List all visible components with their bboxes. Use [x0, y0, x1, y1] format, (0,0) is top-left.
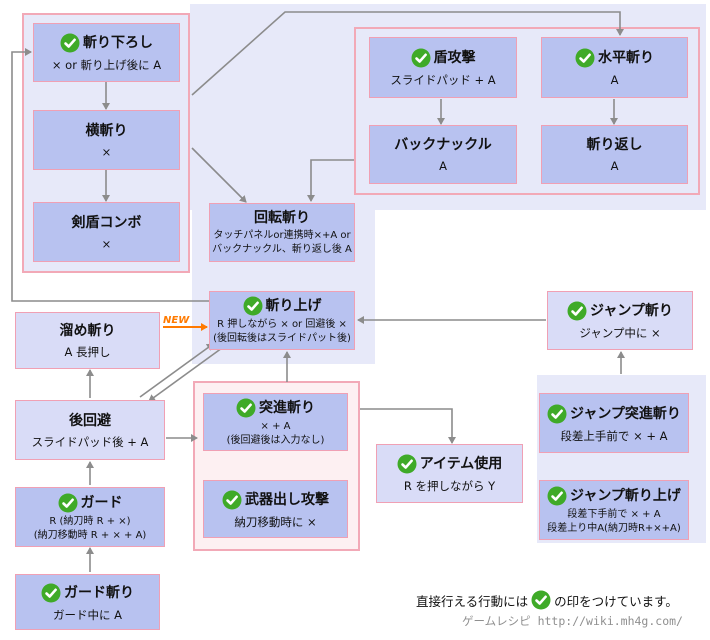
node-kiriage-title: 斬り上げ — [265, 298, 322, 314]
node-tamegiri: 溜め斬り A 長押し — [15, 312, 160, 369]
node-jumpkiriage-input-2: 段差上り中A(納刀時R+×+A) — [547, 522, 681, 534]
node-kiriage-input-2: (後回転後はスライドパット後) — [213, 333, 351, 344]
node-item-title: アイテム使用 — [419, 456, 503, 472]
check-icon — [58, 493, 77, 512]
node-suihei-title: 水平斬り — [598, 50, 654, 66]
node-tatekougeki: 盾攻撃 スライドパッド + A — [369, 37, 517, 98]
node-jumpgiri-input: ジャンプ中に × — [579, 326, 661, 340]
node-jumpkiriage-title: ジャンプ斬り上げ — [570, 487, 681, 504]
check-icon — [575, 48, 595, 68]
node-jumptosshin-title: ジャンプ突進斬り — [570, 405, 681, 422]
check-icon — [222, 490, 242, 509]
node-tosshin-input-1: × + A — [260, 420, 291, 432]
arrow-kouhi-to-kiriage — [139, 343, 214, 398]
check-icon — [236, 398, 256, 417]
node-kaiten-input-2: バックナックル、斬り返し後 A — [212, 244, 352, 255]
node-guardgiri-title: ガード斬り — [64, 584, 134, 601]
check-icon — [531, 590, 551, 610]
legend: 直接行える行動には の印をつけています。 — [416, 590, 678, 610]
arrow-yokogiri-to-kaiten — [191, 147, 247, 203]
node-kirikaeshi-input: A — [610, 159, 619, 173]
node-tosshin-title: 突進斬り — [259, 399, 315, 416]
arrow-kiriage-to-kouhi — [148, 347, 223, 402]
site-credit: ゲームレシピ http://wiki.mh4g.com/ — [462, 614, 683, 628]
node-guardgiri-input: ガード中に A — [52, 607, 123, 622]
node-yokogiri-input: × — [101, 144, 112, 159]
node-bukidashi: 武器出し攻撃 納刀移動時に × — [203, 480, 348, 538]
node-jumpgiri: ジャンプ斬り ジャンプ中に × — [547, 291, 693, 350]
arrow-dash-combo-to-item — [360, 408, 456, 444]
node-backknuckle-title: バックナックル — [394, 137, 492, 153]
node-tosshin-input-2: (後回避後は入力なし) — [226, 434, 325, 446]
node-tatekougeki-title: 盾攻撃 — [433, 50, 476, 66]
node-yokogiri: 横斬り × — [33, 110, 180, 170]
node-backknuckle: バックナックル A — [369, 125, 517, 184]
check-icon — [547, 486, 567, 505]
node-guard: ガード R (納刀時 R + ×) (納刀移動時 R + × + A) — [15, 487, 165, 547]
node-tamegiri-title: 溜め斬り — [59, 323, 116, 339]
node-kirikaeshi-title: 斬り返し — [586, 137, 643, 153]
node-suihei-input: A — [610, 73, 619, 87]
arrow-top-to-shield-combo — [191, 11, 624, 96]
check-icon — [411, 48, 430, 68]
new-badge: NEW — [163, 315, 190, 326]
node-item-input: R を押しながら Y — [403, 479, 496, 493]
node-jumpgiri-title: ジャンプ斬り — [590, 303, 673, 319]
node-kouhi-input: スライドパッド後 + A — [31, 434, 149, 449]
legend-text-after: の印をつけています。 — [554, 593, 678, 609]
arrow-shield-combo-to-kaiten — [307, 159, 354, 202]
node-yokogiri-title: 横斬り — [85, 122, 128, 139]
node-tosshin: 突進斬り × + A (後回避後は入力なし) — [203, 393, 348, 451]
node-kirioroshi: 斬り下ろし × or 斬り上げ後に A — [33, 23, 180, 82]
legend-text-before: 直接行える行動には — [416, 593, 529, 609]
node-kenjun-input: × — [101, 236, 112, 251]
node-kiriage: 斬り上げ R 押しながら × or 回避後 × (後回転後はスライドパット後) — [209, 291, 355, 350]
check-icon — [41, 583, 61, 602]
node-kirioroshi-input: × or 斬り上げ後に A — [51, 58, 162, 72]
check-icon — [60, 33, 80, 53]
node-kaiten: 回転斬り タッチパネルor連携時×+A or バックナックル、斬り返し後 A — [209, 203, 355, 262]
node-kirikaeshi: 斬り返し A — [541, 125, 688, 184]
node-kaiten-title: 回転斬り — [254, 210, 310, 226]
node-guard-title: ガード — [80, 494, 123, 511]
node-kiriage-input-1: R 押しながら × or 回避後 × — [217, 319, 347, 330]
check-icon — [397, 454, 417, 474]
node-kouhi-title: 後回避 — [69, 412, 111, 429]
node-kenjun: 剣盾コンボ × — [33, 202, 180, 262]
node-suihei: 水平斬り A — [541, 37, 688, 98]
node-kenjun-title: 剣盾コンボ — [71, 214, 142, 231]
node-bukidashi-input: 納刀移動時に × — [234, 514, 317, 529]
node-tatekougeki-input: スライドパッド + A — [390, 73, 496, 87]
node-kaiten-input-1: タッチパネルor連携時×+A or — [213, 230, 351, 241]
node-kouhi: 後回避 スライドパッド後 + A — [15, 400, 165, 460]
node-kirioroshi-title: 斬り下ろし — [83, 35, 153, 51]
node-backknuckle-input: A — [439, 159, 447, 173]
check-icon — [567, 301, 587, 321]
check-icon — [547, 404, 567, 423]
node-jumpkiriage: ジャンプ斬り上げ 段差下手前で × + A 段差上り中A(納刀時R+×+A) — [539, 480, 689, 540]
node-guardgiri: ガード斬り ガード中に A — [15, 574, 160, 630]
node-jumptosshin-input: 段差上手前で × + A — [560, 428, 668, 443]
check-icon — [243, 296, 262, 316]
node-jumptosshin: ジャンプ突進斬り 段差上手前で × + A — [539, 393, 689, 453]
node-item: アイテム使用 R を押しながら Y — [376, 444, 523, 503]
node-guard-input-2: (納刀移動時 R + × + A) — [33, 529, 147, 541]
arrow-kiriage-to-kirioroshi — [11, 48, 210, 302]
node-bukidashi-title: 武器出し攻撃 — [245, 491, 329, 508]
node-guard-input-1: R (納刀時 R + ×) — [49, 515, 131, 527]
node-tamegiri-input: A 長押し — [64, 345, 111, 359]
node-jumpkiriage-input-1: 段差下手前で × + A — [567, 508, 661, 520]
